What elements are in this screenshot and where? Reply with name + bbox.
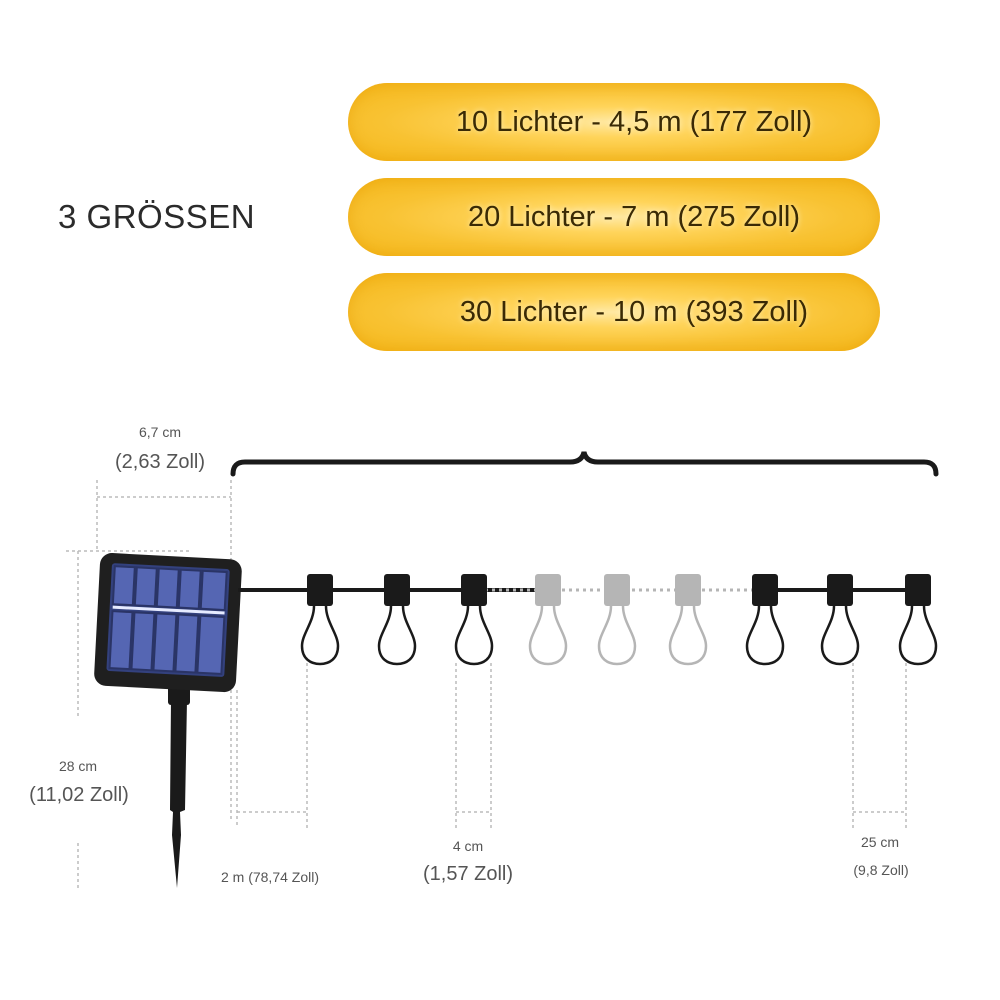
bulb-icon <box>528 574 568 666</box>
size-option-30-lights: 30 Lichter - 10 m (393 Zoll) <box>348 273 880 351</box>
size-option-label: 30 Lichter - 10 m (393 Zoll) <box>459 295 809 328</box>
bulb-icon <box>454 574 494 666</box>
panel-width-cm-label: 6,7 cm <box>138 424 181 440</box>
bulb-icon <box>898 574 938 666</box>
bulb-width-dimension <box>455 663 492 828</box>
height-in-label: (11,02 Zoll) <box>29 784 129 806</box>
lead-cable-label: 2 m (78,74 Zoll) <box>220 869 320 885</box>
height-cm-label: 28 cm <box>58 758 98 774</box>
bulb-icon <box>668 574 708 666</box>
size-option-20-lights: 20 Lichter - 7 m (275 Zoll) <box>348 178 880 256</box>
panel-width-in-label: (2,63 Zoll) <box>114 451 206 473</box>
bulbs <box>300 574 938 666</box>
bulb-width-in-label: (1,57 Zoll) <box>422 863 514 885</box>
size-option-label: 10 Lichter - 4,5 m (177 Zoll) <box>455 105 813 138</box>
ground-stake-icon <box>168 683 190 888</box>
size-option-label: 20 Lichter - 7 m (275 Zoll) <box>467 200 800 233</box>
solar-panel-icon <box>94 553 242 693</box>
bulb-spacing-dimension <box>852 663 907 828</box>
bulb-icon <box>745 574 785 666</box>
size-option-10-lights: 10 Lichter - 4,5 m (177 Zoll) <box>348 83 880 161</box>
length-brace <box>230 451 939 477</box>
sizes-heading: 3 GRÖSSEN <box>58 198 256 235</box>
lead-cable-dimension <box>236 663 308 828</box>
bulb-icon <box>820 574 860 666</box>
bulb-icon <box>300 574 340 666</box>
spacing-in-label: (9,8 Zoll) <box>853 862 909 878</box>
spacing-cm-label: 25 cm <box>860 834 900 850</box>
height-dimension <box>66 550 190 890</box>
bulb-icon <box>597 574 637 666</box>
bulb-icon <box>377 574 417 666</box>
bulb-width-cm-label: 4 cm <box>452 838 484 854</box>
